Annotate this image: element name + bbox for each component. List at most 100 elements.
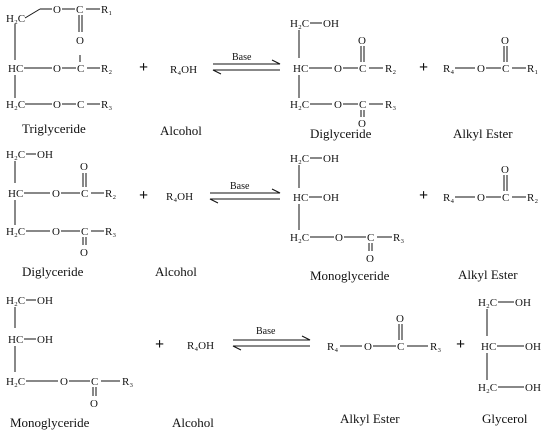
atom-oh: OH bbox=[323, 18, 339, 30]
catalyst-label: Base bbox=[232, 52, 252, 63]
alkyl-ester-caption: Alkyl Ester bbox=[458, 267, 518, 282]
diglyceride-caption: Diglyceride bbox=[310, 126, 372, 141]
atom-r4: R₄ bbox=[443, 192, 454, 204]
atom-oh: OH bbox=[525, 382, 541, 394]
diglyceride-structure: H₂C OH HC O C O R₂ H₂C O C O R₃ bbox=[290, 18, 396, 130]
reverse-arrow bbox=[232, 345, 310, 351]
atom-hc: HC bbox=[293, 63, 308, 75]
atom-c: C bbox=[77, 63, 84, 75]
atom-h2c: H₂C bbox=[290, 99, 309, 111]
atom-o: O bbox=[60, 376, 68, 388]
reaction-2: H₂C OH HC O C O R₂ H₂C O C O R₃ Di bbox=[6, 149, 538, 283]
atom-o: O bbox=[53, 63, 61, 75]
atom-o: O bbox=[501, 164, 509, 176]
atom-h2c: H₂C bbox=[6, 295, 25, 307]
alcohol-caption: Alcohol bbox=[155, 264, 197, 279]
atom-c: C bbox=[359, 63, 366, 75]
forward-arrow bbox=[213, 59, 281, 65]
alcohol-formula: R₄OH bbox=[166, 191, 193, 203]
atom-o: O bbox=[477, 63, 485, 75]
atom-hc: HC bbox=[481, 341, 496, 353]
atom-o: O bbox=[358, 35, 366, 47]
atom-r2: R₂ bbox=[527, 192, 538, 204]
atom-r3: R₃ bbox=[430, 341, 441, 353]
alcohol-formula: R₄OH bbox=[187, 340, 214, 352]
atom-oh: OH bbox=[37, 334, 53, 346]
atom-h2c: H₂C bbox=[290, 232, 309, 244]
atom-o: O bbox=[53, 4, 61, 16]
atom-o: O bbox=[396, 313, 404, 325]
atom-r4: R₄ bbox=[327, 341, 338, 353]
alkyl-ester-structure: R₄ O C O R₃ bbox=[327, 313, 441, 353]
alcohol-caption: Alcohol bbox=[160, 123, 202, 138]
atom-hc: HC bbox=[8, 188, 23, 200]
bond bbox=[24, 8, 41, 19]
glycerol-caption: Glycerol bbox=[482, 411, 528, 426]
atom-o: O bbox=[53, 99, 61, 111]
atom-c: C bbox=[397, 341, 404, 353]
atom-h2c: H₂C bbox=[6, 13, 25, 25]
atom-o: O bbox=[335, 232, 343, 244]
atom-r3: R₃ bbox=[393, 232, 404, 244]
catalyst-label: Base bbox=[230, 181, 250, 192]
atom-c: C bbox=[359, 99, 366, 111]
equilibrium-arrow: Base bbox=[212, 52, 281, 75]
monoglyceride-structure: H₂C OH HC OH H₂C O C O R₃ bbox=[6, 295, 133, 410]
atom-h2c: H₂C bbox=[6, 226, 25, 238]
forward-arrow bbox=[233, 335, 311, 341]
atom-h2c: H₂C bbox=[478, 297, 497, 309]
triglyceride-caption: Triglyceride bbox=[22, 121, 86, 136]
atom-r2: R₂ bbox=[385, 63, 396, 75]
atom-oh: OH bbox=[515, 297, 531, 309]
alkyl-ester-caption: Alkyl Ester bbox=[453, 126, 513, 141]
plus-sign: + bbox=[419, 59, 428, 76]
equilibrium-arrow: Base bbox=[232, 326, 311, 351]
plus-sign: + bbox=[419, 187, 428, 204]
atom-o: O bbox=[80, 161, 88, 173]
monoglyceride-caption: Monoglyceride bbox=[10, 415, 90, 430]
atom-h2c: H₂C bbox=[6, 149, 25, 161]
monoglyceride-caption: Monoglyceride bbox=[310, 268, 390, 283]
atom-c: C bbox=[81, 188, 88, 200]
atom-hc: HC bbox=[8, 63, 23, 75]
atom-o: O bbox=[358, 118, 366, 130]
equilibrium-arrow: Base bbox=[209, 181, 281, 204]
monoglyceride-structure: H₂C OH HC OH H₂C O C O R₃ bbox=[290, 153, 404, 265]
atom-o: O bbox=[501, 35, 509, 47]
atom-oh: OH bbox=[323, 192, 339, 204]
diglyceride-structure: H₂C OH HC O C O R₂ H₂C O C O R₃ bbox=[6, 149, 116, 259]
atom-o: O bbox=[334, 63, 342, 75]
atom-h2c: H₂C bbox=[6, 376, 25, 388]
atom-r3: R₃ bbox=[101, 99, 112, 111]
atom-o: O bbox=[80, 247, 88, 259]
plus-sign: + bbox=[139, 187, 148, 204]
atom-o: O bbox=[364, 341, 372, 353]
atom-oh: OH bbox=[525, 341, 541, 353]
alkyl-ester-caption: Alkyl Ester bbox=[340, 411, 400, 426]
reverse-arrow bbox=[209, 198, 280, 204]
atom-h2c: H₂C bbox=[6, 99, 25, 111]
atom-c: C bbox=[502, 63, 509, 75]
atom-oh: OH bbox=[37, 295, 53, 307]
atom-c: C bbox=[76, 4, 83, 16]
atom-o: O bbox=[90, 398, 98, 410]
atom-oh: OH bbox=[37, 149, 53, 161]
atom-h2c: H₂C bbox=[290, 153, 309, 165]
atom-o: O bbox=[477, 192, 485, 204]
atom-r3: R₃ bbox=[122, 376, 133, 388]
atom-h2c: H₂C bbox=[290, 18, 309, 30]
plus-sign: + bbox=[456, 336, 465, 353]
atom-r1: R₁ bbox=[101, 4, 112, 16]
alkyl-ester-structure: R₄ O C O R₁ bbox=[443, 35, 538, 75]
catalyst-label: Base bbox=[256, 326, 276, 337]
diglyceride-caption: Diglyceride bbox=[22, 264, 84, 279]
reaction-1: H₂C O C O R₁ HC O C R₂ H₂C O C bbox=[6, 4, 538, 141]
atom-h2c: H₂C bbox=[478, 382, 497, 394]
atom-o: O bbox=[76, 35, 84, 47]
atom-c: C bbox=[367, 232, 374, 244]
atom-hc: HC bbox=[8, 334, 23, 346]
atom-r3: R₃ bbox=[105, 226, 116, 238]
atom-r2: R₂ bbox=[105, 188, 116, 200]
atom-c: C bbox=[502, 192, 509, 204]
